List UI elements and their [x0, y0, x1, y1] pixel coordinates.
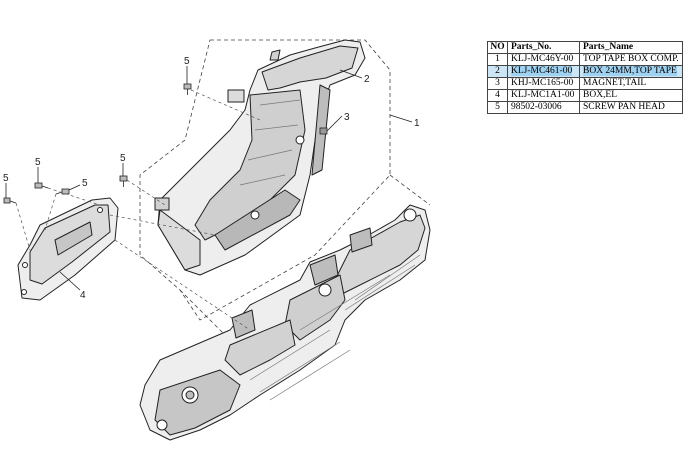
parts-table-row-selected[interactable]: 2 KLJ-MC461-00 BOX 24MM,TOP TAPE — [487, 65, 683, 78]
parts-table-row[interactable]: 5 98502-03006 SCREW PAN HEAD — [487, 101, 683, 114]
callout-5-left-b: 5 — [82, 178, 88, 189]
callout-5-top: 5 — [184, 56, 190, 67]
header-no: NO — [487, 41, 508, 54]
row-part-no: KLJ-MC461-00 — [507, 65, 580, 78]
row-no: 3 — [487, 77, 508, 90]
row-part-no: 98502-03006 — [507, 101, 580, 114]
parts-table-row[interactable]: 3 KHJ-MC165-00 MAGNET,TAIL — [487, 77, 683, 90]
row-part-no: KLJ-MC1A1-00 — [507, 89, 580, 102]
screw-icon-left-b — [55, 188, 70, 195]
row-part-name: TOP TAPE BOX COMP. — [579, 53, 683, 66]
parts-list-table: NO Parts_No. Parts_Name 1 KLJ-MC46Y-00 T… — [487, 41, 683, 114]
callout-2: 2 — [364, 74, 370, 85]
row-no: 4 — [487, 89, 508, 102]
row-part-no: KLJ-MC46Y-00 — [507, 53, 580, 66]
callout-1: 1 — [414, 118, 420, 129]
screw-icon-left-a — [34, 182, 49, 189]
feeder-main-body — [139, 204, 431, 441]
callout-3: 3 — [344, 112, 350, 123]
part-2-top-tape-box — [154, 39, 366, 276]
row-part-name: BOX,EL — [579, 89, 683, 102]
parts-table-row[interactable]: 1 KLJ-MC46Y-00 TOP TAPE BOX COMP. — [487, 53, 683, 66]
screw-icon-top — [183, 83, 192, 95]
callout-4: 4 — [80, 290, 86, 301]
row-part-name-text: BOX 24MM,TOP TAPE — [583, 66, 677, 76]
screw-dashed-paths — [15, 89, 261, 331]
row-part-no-text: KLJ-MC461-00 — [511, 66, 573, 76]
row-no: 1 — [487, 53, 508, 66]
row-part-name: BOX 24MM,TOP TAPE — [579, 65, 683, 78]
part-4-box-el — [17, 197, 119, 301]
header-parts-name: Parts_Name — [579, 41, 683, 54]
screw-icons — [3, 83, 192, 204]
parts-table-header-row: NO Parts_No. Parts_Name — [487, 41, 683, 54]
callout-leaders — [5, 66, 413, 291]
assembly-boundary-dashed — [139, 39, 431, 341]
row-no: 5 — [487, 101, 508, 114]
row-part-name: MAGNET,TAIL — [579, 77, 683, 90]
row-part-name: SCREW PAN HEAD — [579, 101, 683, 114]
header-parts-no: Parts_No. — [507, 41, 580, 54]
callout-5-left-a: 5 — [35, 157, 41, 168]
screw-icon-far-left — [3, 197, 17, 204]
screw-icon-mid-left — [119, 175, 128, 187]
parts-table-row[interactable]: 4 KLJ-MC1A1-00 BOX,EL — [487, 89, 683, 102]
callout-5-mid: 5 — [120, 153, 126, 164]
row-part-no: KHJ-MC165-00 — [507, 77, 580, 90]
row-no: 2 — [487, 65, 508, 78]
callout-5-far-left: 5 — [3, 173, 9, 184]
magnet-tail-icon — [319, 127, 328, 135]
